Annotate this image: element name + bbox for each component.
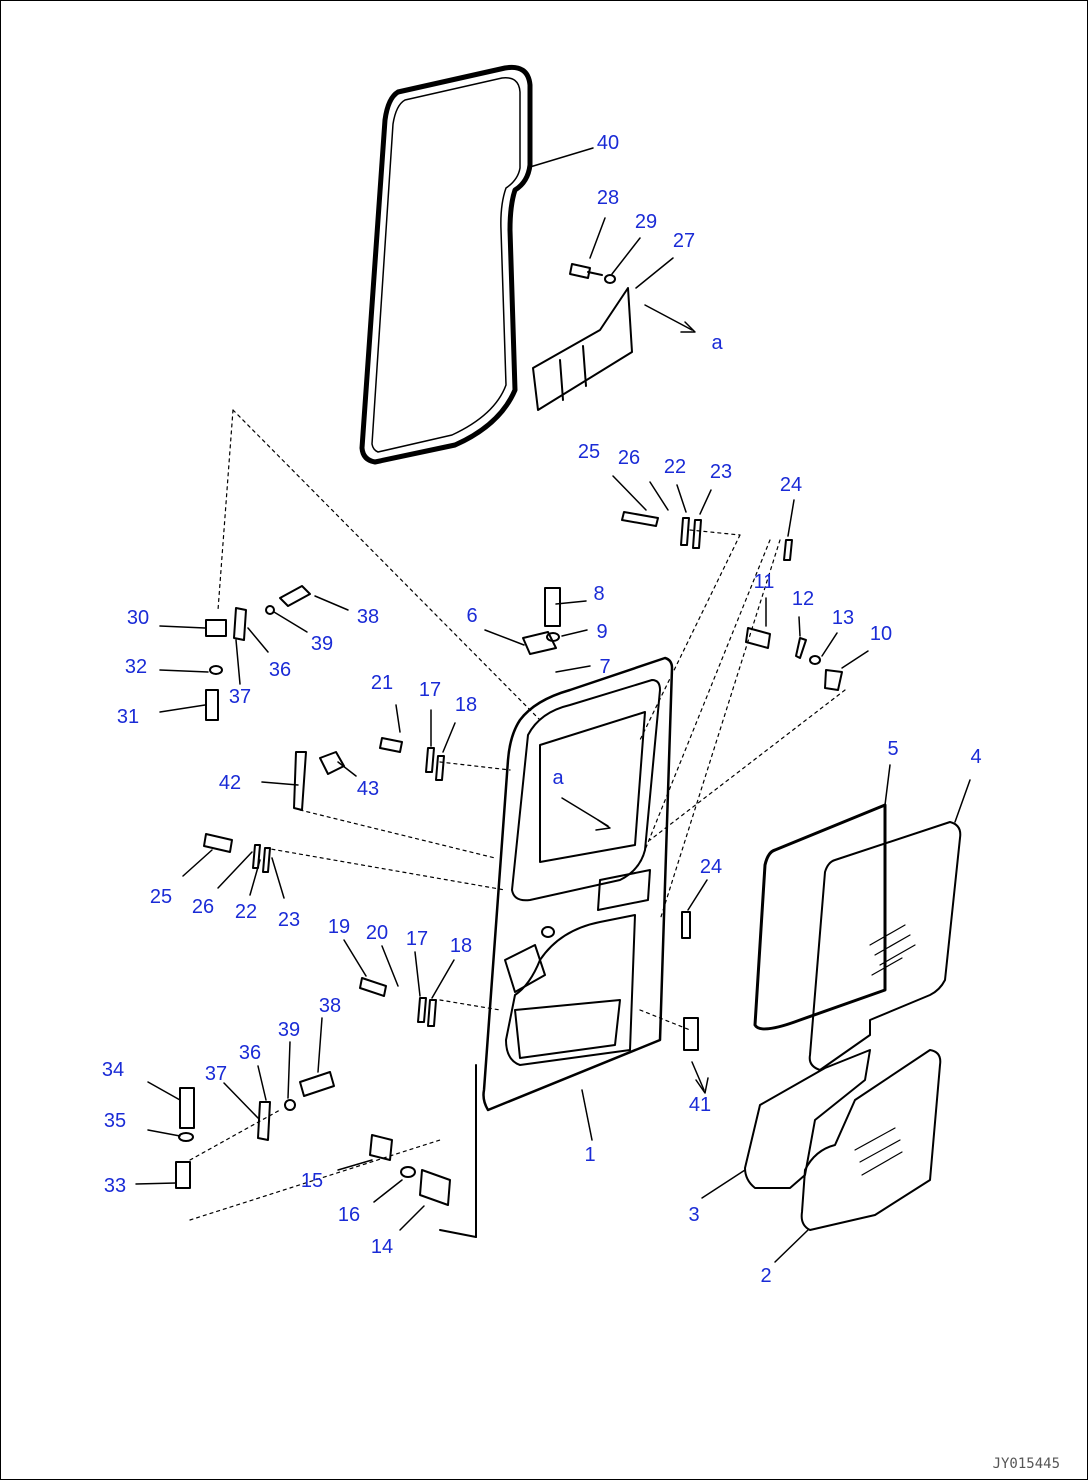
callout-36b: 36 xyxy=(238,1042,262,1064)
callout-39b: 39 xyxy=(277,1019,301,1041)
callout-13: 13 xyxy=(831,607,855,629)
glass-upper-frame-5 xyxy=(753,803,887,1031)
callout-25: 25 xyxy=(577,441,601,463)
bolt-28 xyxy=(569,263,603,279)
callout-38: 38 xyxy=(356,606,380,628)
callout-17: 17 xyxy=(418,679,442,701)
callout-22: 22 xyxy=(663,456,687,478)
callout-29: 29 xyxy=(634,211,658,233)
callout-3: 3 xyxy=(688,1204,700,1226)
callout-4: 4 xyxy=(970,746,982,768)
callout-35: 35 xyxy=(103,1110,127,1132)
callout-12: 12 xyxy=(791,588,815,610)
callout-37b: 37 xyxy=(204,1063,228,1085)
callout-20: 20 xyxy=(365,922,389,944)
callout-30: 30 xyxy=(126,607,150,629)
callout-23: 23 xyxy=(709,461,733,483)
callout-2: 2 xyxy=(760,1265,772,1287)
callout-28: 28 xyxy=(596,187,620,209)
callout-25b: 25 xyxy=(149,886,173,908)
callout-10: 10 xyxy=(869,623,893,645)
door-seal-part xyxy=(359,64,533,465)
callout-34: 34 xyxy=(101,1059,125,1081)
callout-11: 11 xyxy=(753,571,775,593)
callout-17b: 17 xyxy=(405,928,429,950)
callout-27: 27 xyxy=(672,230,696,252)
glass-lower-2 xyxy=(800,1049,942,1231)
callout-38b: 38 xyxy=(318,995,342,1017)
callout-24b: 24 xyxy=(699,856,723,878)
callout-33: 33 xyxy=(103,1175,127,1197)
callout-23b: 23 xyxy=(277,909,301,931)
callout-39: 39 xyxy=(310,633,334,655)
projection-lines xyxy=(189,409,846,1221)
bracket-plate-part xyxy=(532,287,633,411)
callout-14: 14 xyxy=(370,1236,394,1258)
callout-22b: 22 xyxy=(234,901,258,923)
callout-a-lower: a xyxy=(552,767,564,789)
callout-24: 24 xyxy=(779,474,803,496)
callout-18: 18 xyxy=(454,694,478,716)
callout-6: 6 xyxy=(466,605,478,627)
callout-19: 19 xyxy=(327,916,351,938)
callout-32: 32 xyxy=(124,656,148,678)
callout-16: 16 xyxy=(337,1204,361,1226)
callout-26: 26 xyxy=(617,447,641,469)
callout-1: 1 xyxy=(584,1144,596,1166)
callout-9: 9 xyxy=(596,621,608,643)
callout-21: 21 xyxy=(370,672,394,694)
callout-8: 8 xyxy=(593,583,605,605)
callout-37: 37 xyxy=(228,686,252,708)
drawing-number: JY015445 xyxy=(992,1456,1060,1472)
callout-18b: 18 xyxy=(449,935,473,957)
callout-a-upper: a xyxy=(711,332,723,354)
callout-5: 5 xyxy=(887,738,899,760)
callout-7: 7 xyxy=(599,656,611,678)
door-panel-part xyxy=(439,656,674,1238)
callout-43: 43 xyxy=(356,778,380,800)
callout-31: 31 xyxy=(116,706,140,728)
leader-lines xyxy=(135,147,971,1263)
callout-26b: 26 xyxy=(191,896,215,918)
callout-42: 42 xyxy=(218,772,242,794)
callout-40: 40 xyxy=(596,132,620,154)
callout-36: 36 xyxy=(268,659,292,681)
washer-29 xyxy=(604,274,616,284)
callout-15: 15 xyxy=(300,1170,324,1192)
glass-upper-4 xyxy=(808,821,962,1071)
glass-lower-frame-3 xyxy=(744,1049,871,1189)
callout-41: 41 xyxy=(688,1094,712,1116)
